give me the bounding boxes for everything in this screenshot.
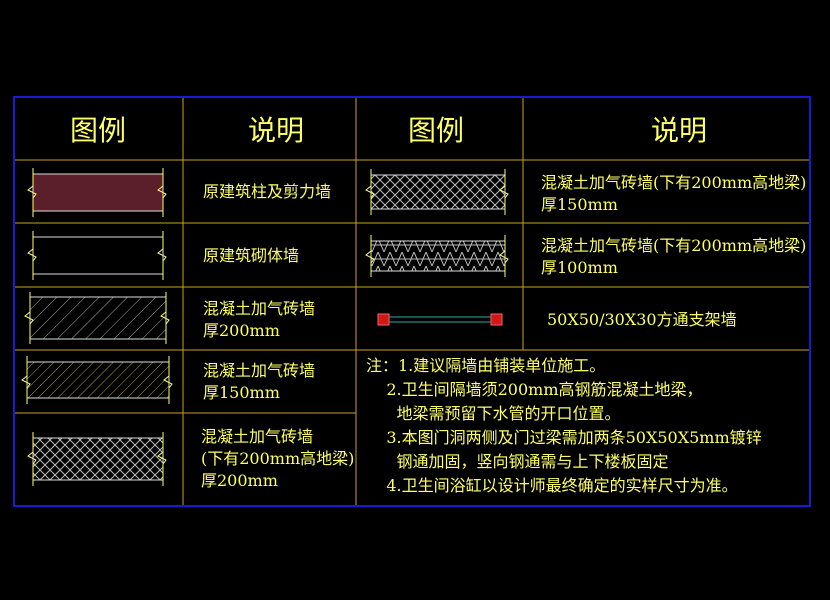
desc-right-3: 50X50/30X30方通支架墙 [547,309,737,331]
desc-line: 混凝土加气砖墙(下有200mm高地梁) [541,236,807,255]
desc-right-2: 混凝土加气砖墙(下有200mm高地梁) 厚100mm [541,235,806,279]
diagonal-hatch-swatch-200 [24,292,170,344]
table-grid [14,97,810,506]
notes-block: 注：1.建议隔墙由铺装单位施工。 2.卫生间隔墙须200mm高钢筋混凝土地梁， … [366,354,762,498]
diagonal-hatch-swatch-150 [21,356,173,404]
note-line: 钢通加固，竖向钢通需与上下楼板固定 [366,452,669,471]
desc-line: 混凝土加气砖墙(下有200mm高地梁) [541,173,807,192]
desc-left-2: 原建筑砌体墙 [203,245,299,267]
desc-line: 混凝土加气砖墙 [203,299,316,318]
desc-left-4: 混凝土加气砖墙 厚150mm [203,360,315,404]
desc-line: 原建筑柱及剪力墙 [203,182,332,201]
steel-frame-swatch [377,313,503,326]
note-line: 4.卫生间浴缸以设计师最终确定的实样尺寸为准。 [366,476,738,495]
desc-line: 厚150mm [203,383,280,402]
solid-fill-swatch [27,168,167,217]
desc-line: (下有200mm高地梁) [201,449,355,468]
desc-line: 厚200mm [201,471,278,490]
desc-right-1: 混凝土加气砖墙(下有200mm高地梁) 厚150mm [541,172,806,216]
note-line: 注：1.建议隔墙由铺装单位施工。 [366,356,606,375]
desc-line: 混凝土加气砖墙 [203,361,316,380]
header-legend-right: 图例 [408,114,464,147]
note-line: 3.本图门洞两侧及门过梁需加两条50X50X5mm镀锌 [366,428,762,447]
note-line: 地梁需预留下水管的开口位置。 [366,404,621,423]
note-line: 2.卫生间隔墙须200mm高钢筋混凝土地梁， [366,380,703,399]
desc-left-1: 原建筑柱及剪力墙 [203,181,331,203]
desc-line: 50X50/30X30方通支架墙 [547,310,737,329]
crosshatch-swatch-left [27,432,167,486]
crosshatch-swatch-right [365,169,509,215]
header-desc-right: 说明 [651,114,707,147]
header-legend-left: 图例 [70,114,126,147]
desc-line: 混凝土加气砖墙 [201,427,314,446]
triangle-hatch-swatch [365,235,509,277]
header-desc-left: 说明 [248,114,304,147]
outline-swatch [27,231,167,280]
table-border [13,96,811,507]
desc-line: 原建筑砌体墙 [203,246,300,265]
desc-left-5: 混凝土加气砖墙 (下有200mm高地梁) 厚200mm [201,426,354,492]
desc-line: 厚150mm [541,195,618,214]
desc-line: 厚200mm [203,321,280,340]
desc-left-3: 混凝土加气砖墙 厚200mm [203,298,315,342]
desc-line: 厚100mm [541,258,618,277]
